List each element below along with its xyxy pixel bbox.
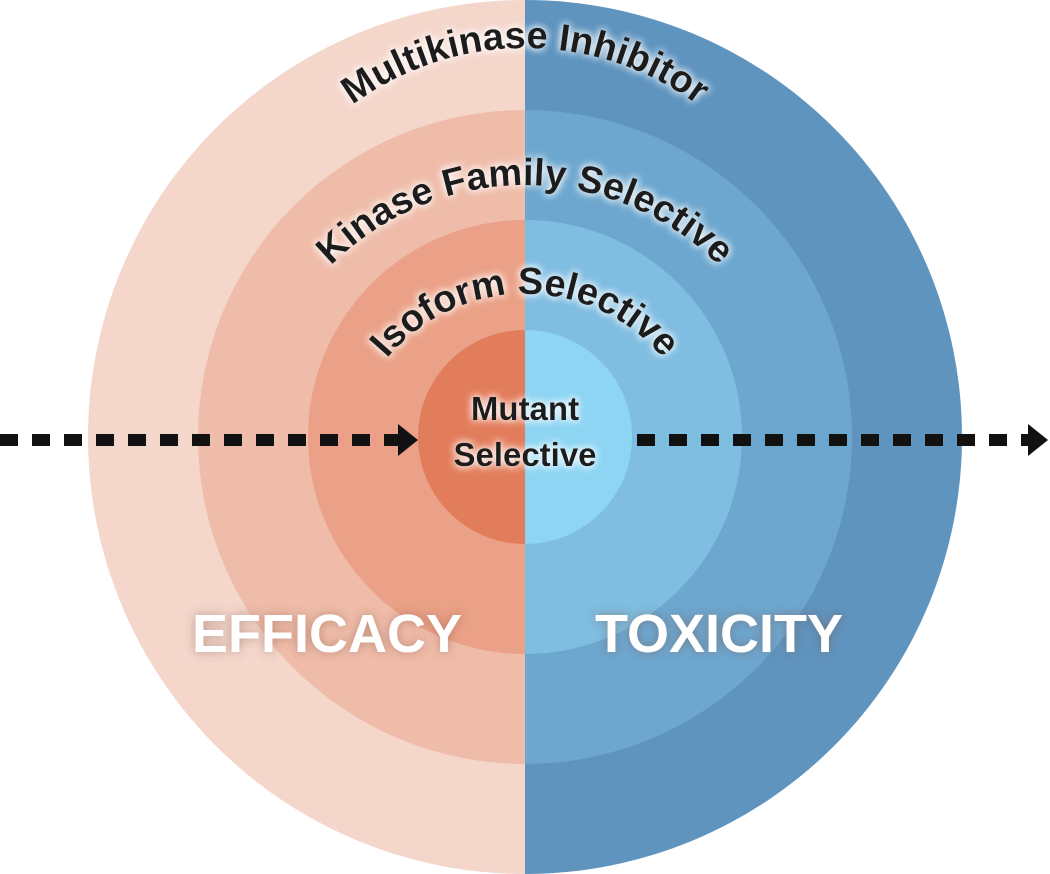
ring-mutant-left (418, 330, 525, 544)
arrow-right-head (1028, 424, 1048, 456)
label-toxicity: TOXICITY (595, 604, 843, 664)
arrow-left-head (398, 424, 418, 456)
ring-mutant-right (525, 330, 632, 544)
ring-isoform-right (525, 220, 742, 654)
label-efficacy: EFFICACY (192, 604, 462, 664)
label-mutant-line1: Mutant (471, 390, 579, 427)
efficacy-half (88, 0, 525, 874)
label-mutant-line2: Selective (453, 436, 596, 473)
ring-isoform-left (308, 220, 525, 654)
